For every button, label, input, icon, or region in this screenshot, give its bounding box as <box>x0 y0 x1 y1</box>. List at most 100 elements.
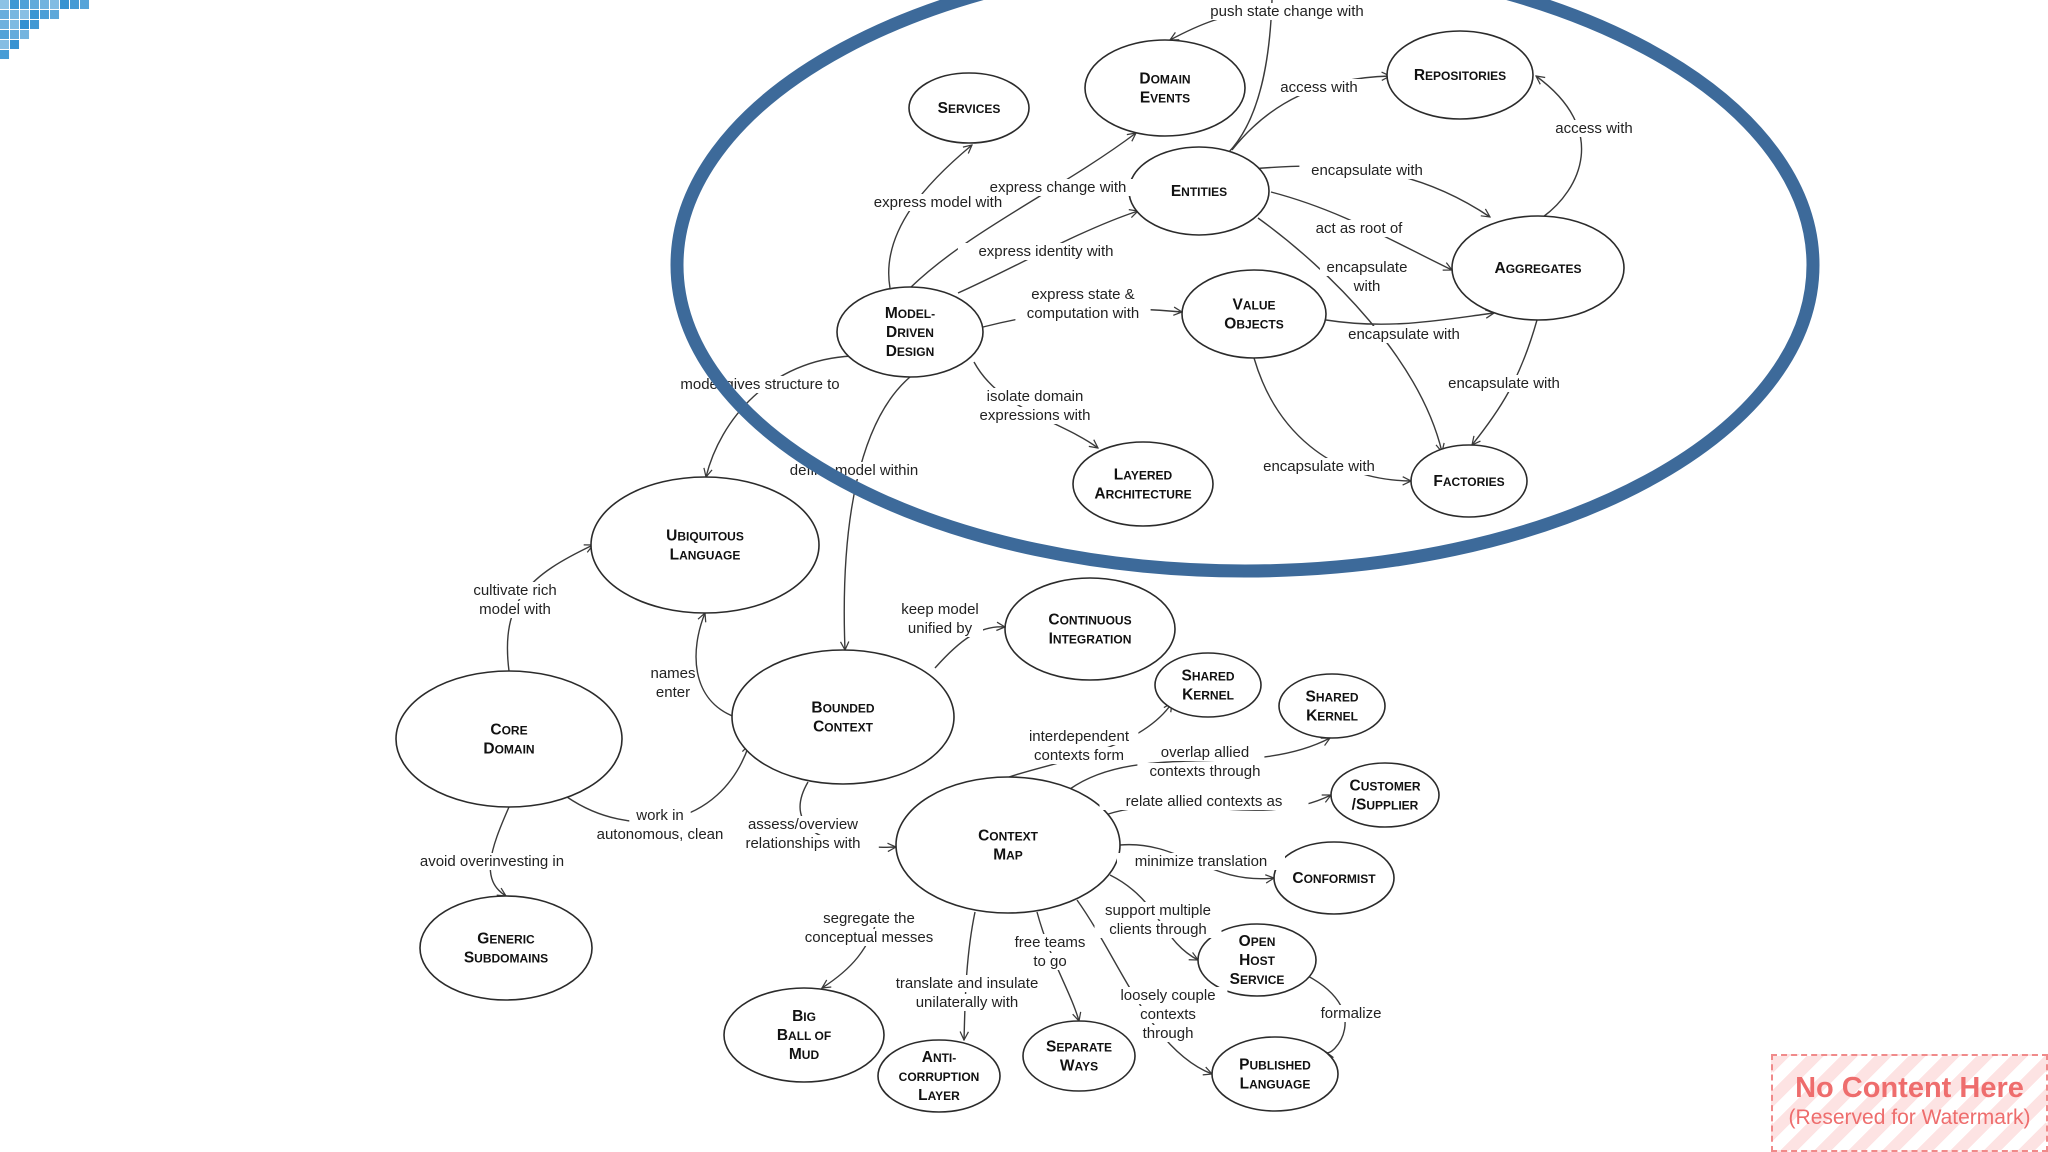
node-aggregates-shape <box>1451 215 1625 321</box>
node-bounded-context: BOUNDED CONTEXT <box>731 649 955 785</box>
node-layered-architecture-label: LAYERED <box>1114 467 1173 484</box>
edge-label-bg <box>895 994 1039 1011</box>
node-ubiquitous-language: UBIQUITOUS LANGUAGE <box>590 476 820 614</box>
edge-label-encapsulate-with-4: encapsulate with <box>1448 375 1560 392</box>
model-driven-design-highlight-ring <box>670 0 1820 578</box>
node-aggregates: AGGREGATES <box>1451 215 1625 321</box>
node-big-ball-of-mud-label: MUD <box>789 1046 820 1063</box>
edge-label-isolate-domain-expressions-with: expressions with <box>980 407 1091 424</box>
edge-label-work-in-autonomous-clean: autonomous, clean <box>597 826 724 843</box>
watermark-subtitle: (Reserved for Watermark) <box>1788 1106 2031 1129</box>
edge-label-bg <box>957 243 1135 260</box>
node-anti-corruption-layer-label: LAYER <box>918 1087 960 1104</box>
edge-label-support-multiple-clients-through: support multiple <box>1105 902 1211 919</box>
node-value-objects-label: OBJECTS <box>1224 316 1283 333</box>
logo-pixel <box>10 0 19 9</box>
node-services-label: SERVICES <box>938 100 1001 117</box>
edge-label-bg <box>727 835 879 852</box>
watermark-placeholder: No Content Here (Reserved for Watermark) <box>1771 1054 2048 1152</box>
edge-label-bg <box>978 179 1138 196</box>
edge-label-minimize-translation: minimize translation <box>1135 853 1268 870</box>
node-generic-subdomains-shape <box>419 895 593 1001</box>
edge-label-model-gives-structure-to: model gives structure to <box>680 376 839 393</box>
edge-label-cultivate-rich-model-with: cultivate rich <box>473 582 556 599</box>
edge-label-keep-model-unified-by: unified by <box>908 620 973 637</box>
logo-pixel <box>20 30 29 39</box>
edge-label-bg <box>1137 1025 1199 1042</box>
logo-pixel <box>0 10 9 19</box>
node-core-domain-label: DOMAIN <box>483 741 534 758</box>
node-customer-supplier-label: CUSTOMER <box>1350 778 1421 795</box>
edge-label-free-teams-to-go: to go <box>1033 953 1066 970</box>
edge-label-express-state-computation-with: computation with <box>1027 305 1140 322</box>
watermark-title: No Content Here <box>1795 1072 2024 1104</box>
node-repositories-label: REPOSITORIES <box>1414 67 1506 84</box>
edge-label-encapsulate-with-3: encapsulate with <box>1348 326 1460 343</box>
edge-label-keep-model-unified-by: keep model <box>901 601 979 618</box>
node-open-host-service-shape <box>1197 923 1317 997</box>
edge-label-names-enter: names <box>650 665 695 682</box>
node-shared-kernel-1-shape <box>1154 652 1262 718</box>
edge-label-bg <box>1094 921 1222 938</box>
logo-mark <box>0 0 89 59</box>
edge-avoid-overinvesting-in <box>489 806 510 896</box>
node-domain-events: DOMAIN EVENTS <box>1084 39 1246 137</box>
edge-encapsulate-with-3 <box>1325 313 1494 325</box>
edge-label-encapsulate-with-5: encapsulate with <box>1263 458 1375 475</box>
node-shared-kernel-2-label: KERNEL <box>1306 708 1358 725</box>
node-core-domain-label: CORE <box>490 722 527 739</box>
edge-model-gives-structure-to <box>706 355 853 477</box>
edge-support-multiple-clients-through <box>1109 874 1198 960</box>
node-layered-architecture-shape <box>1072 441 1214 527</box>
edge-label-bg <box>897 601 983 618</box>
edge-label-bg <box>1336 326 1472 343</box>
edge-label-bg <box>472 601 558 618</box>
node-value-objects-label: VALUE <box>1232 297 1275 314</box>
node-big-ball-of-mud: BIG BALL OF MUD <box>723 987 885 1083</box>
node-published-language-label: PUBLISHED <box>1239 1057 1311 1074</box>
node-separate-ways-label: WAYS <box>1060 1058 1098 1075</box>
edge-label-interdependent-contexts-form: contexts form <box>1034 747 1124 764</box>
node-customer-supplier: CUSTOMER/SUPPLIER <box>1330 762 1440 828</box>
node-continuous-integration-label: INTEGRATION <box>1049 631 1132 648</box>
logo-pixel <box>70 0 79 9</box>
edge-label-bg <box>1271 79 1367 96</box>
node-bounded-context-label: BOUNDED <box>811 700 875 717</box>
edge-label-encapsulate-with-2: with <box>1353 278 1381 295</box>
edge-label-bg <box>797 929 941 946</box>
node-big-ball-of-mud-shape <box>723 987 885 1083</box>
node-domain-events-shape <box>1084 39 1246 137</box>
node-conformist-shape <box>1273 841 1395 915</box>
node-repositories: REPOSITORIES <box>1386 30 1534 120</box>
edge-label-overlap-allied-contexts-through: overlap allied <box>1161 744 1249 761</box>
node-open-host-service-label: SERVICE <box>1230 971 1285 988</box>
edge-label-bg <box>1015 305 1151 322</box>
edge-label-bg <box>1090 902 1226 919</box>
node-services: SERVICES <box>908 72 1030 144</box>
edge-label-bg <box>588 826 732 843</box>
node-context-map-label: MAP <box>993 847 1023 864</box>
edge-label-overlap-allied-contexts-through: contexts through <box>1150 763 1261 780</box>
edge-label-bg <box>455 582 575 599</box>
edge-label-express-model-with: express model with <box>874 194 1002 211</box>
edge-free-teams-to-go <box>1036 911 1079 1021</box>
node-published-language-label: LANGUAGE <box>1240 1076 1311 1093</box>
edge-label-bg <box>1194 3 1380 20</box>
logo-pixel <box>0 50 9 59</box>
edge-access-with-2 <box>1536 76 1583 218</box>
logo-pixel <box>80 0 89 9</box>
edge-label-interdependent-contexts-form: interdependent <box>1029 728 1130 745</box>
node-context-map-shape <box>895 776 1121 914</box>
node-bounded-context-label: CONTEXT <box>813 719 874 736</box>
edge-label-bg <box>1007 934 1093 951</box>
logo-pixel <box>30 10 39 19</box>
node-value-objects-shape <box>1181 269 1327 359</box>
node-shared-kernel-2-shape <box>1278 673 1386 739</box>
edge-label-segregate-the-conceptual-messes: conceptual messes <box>805 929 933 946</box>
